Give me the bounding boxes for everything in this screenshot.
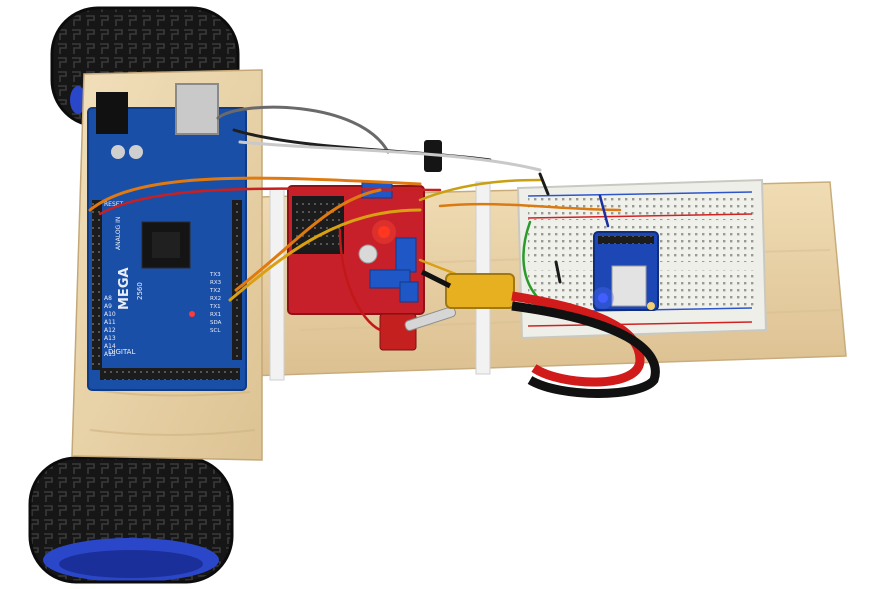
analog-in-label: ANALOG IN	[115, 217, 122, 250]
svg-text:A13: A13	[104, 335, 116, 342]
svg-text:RX1: RX1	[210, 312, 221, 318]
svg-text:A15: A15	[104, 351, 116, 358]
svg-text:SDA: SDA	[210, 320, 222, 326]
svg-text:TX3: TX3	[209, 272, 221, 278]
reset-label: RESET	[104, 201, 124, 208]
svg-text:A9: A9	[104, 303, 112, 310]
arduino-mega-board: MEGA 2560 DIGITAL ANALOG IN RESET A8 A9 …	[87, 83, 247, 391]
svg-text:A8: A8	[104, 295, 112, 302]
svg-text:A11: A11	[104, 319, 116, 326]
comm-pin-labels: TX3 RX3 TX2 RX2 TX1 RX1 SDA SCL	[209, 272, 222, 334]
wires	[88, 105, 622, 332]
svg-text:TX1: TX1	[209, 304, 221, 310]
svg-text:TX2: TX2	[209, 288, 221, 294]
toggle-switch	[379, 306, 457, 351]
svg-text:A10: A10	[104, 311, 116, 318]
analog-pin-labels: A8 A9 A10 A11 A12 A13 A14 A15	[104, 295, 116, 358]
board-number-label: 2560	[136, 282, 144, 300]
bluetooth-module	[592, 231, 659, 311]
svg-text:A14: A14	[104, 343, 116, 350]
bottom-wheel	[28, 456, 234, 584]
svg-text:RX2: RX2	[210, 296, 221, 302]
board-model-label: MEGA	[117, 267, 132, 310]
svg-text:A12: A12	[104, 327, 116, 334]
svg-text:RX3: RX3	[210, 280, 222, 286]
digital-label: DIGITAL	[108, 348, 135, 356]
svg-text:SCL: SCL	[210, 328, 221, 334]
motor-driver-board	[287, 181, 425, 315]
battery-connector	[420, 269, 660, 398]
